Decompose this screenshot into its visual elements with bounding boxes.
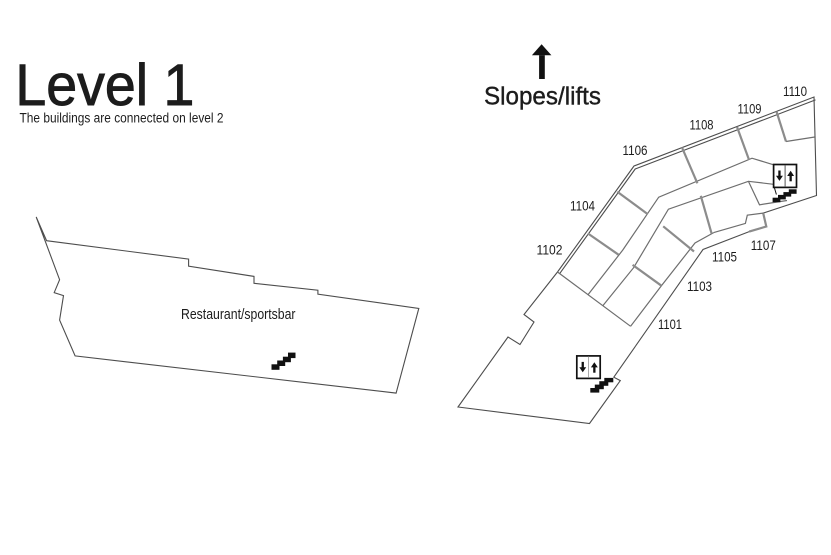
svg-text:1106: 1106 <box>623 142 648 158</box>
svg-text:Level 1: Level 1 <box>15 53 194 118</box>
svg-text:Slopes/lifts: Slopes/lifts <box>484 82 601 110</box>
svg-text:1101: 1101 <box>658 316 682 332</box>
svg-text:1105: 1105 <box>712 248 737 264</box>
svg-text:1109: 1109 <box>738 101 762 117</box>
svg-text:1104: 1104 <box>570 198 595 214</box>
svg-text:The buildings are connected on: The buildings are connected on level 2 <box>20 111 224 126</box>
svg-text:1103: 1103 <box>687 278 712 294</box>
svg-text:1102: 1102 <box>537 242 563 258</box>
svg-text:1107: 1107 <box>751 237 776 253</box>
svg-text:Restaurant/sportsbar: Restaurant/sportsbar <box>181 307 296 323</box>
svg-text:1108: 1108 <box>690 117 714 133</box>
svg-text:1110: 1110 <box>783 83 807 99</box>
